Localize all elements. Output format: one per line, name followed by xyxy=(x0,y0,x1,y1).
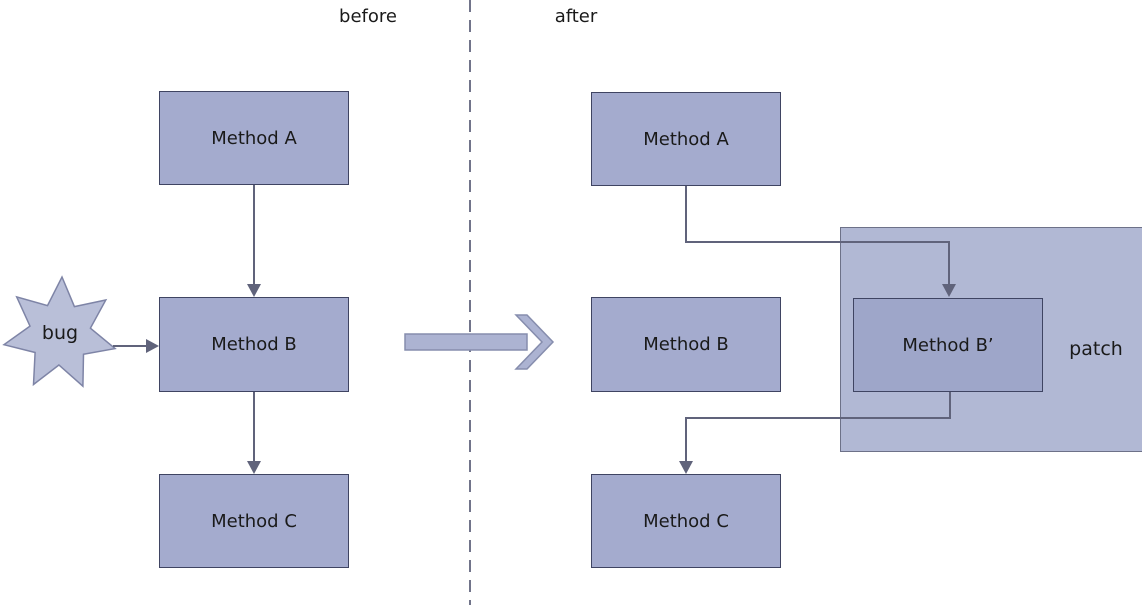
method-a-after-box: Method A xyxy=(591,92,781,186)
method-b-prime-box: Method B’ xyxy=(853,298,1043,392)
method-c-before-box: Method C xyxy=(159,474,349,568)
bug-star xyxy=(2,275,117,388)
transition-arrow-shaft xyxy=(404,333,528,351)
method-b-before-box: Method B xyxy=(159,297,349,392)
arrowhead-bug-to-b xyxy=(146,339,159,353)
arrow-bprime-to-c-after xyxy=(685,392,951,461)
method-b-before-label: Method B xyxy=(211,334,297,355)
method-b-after-label: Method B xyxy=(643,334,729,355)
method-a-before-box: Method A xyxy=(159,91,349,185)
arrow-a-to-bprime-after xyxy=(685,185,950,284)
method-c-before-label: Method C xyxy=(211,510,297,532)
arrowhead-a-to-b-before xyxy=(247,284,261,297)
arrowhead-bprime-to-c-after xyxy=(679,461,693,474)
patch-label: patch xyxy=(1069,338,1123,360)
method-a-after-label: Method A xyxy=(643,128,729,150)
after-panel-title: after xyxy=(554,6,598,27)
transition-arrow-head xyxy=(514,314,555,370)
method-c-after-label: Method C xyxy=(643,510,729,532)
method-b-after-box: Method B xyxy=(591,297,781,392)
arrowhead-a-to-bprime-after xyxy=(942,284,956,297)
method-a-before-label: Method A xyxy=(211,127,297,149)
before-panel-title: before xyxy=(339,6,397,27)
arrowhead-b-to-c-before xyxy=(247,461,261,474)
method-c-after-box: Method C xyxy=(591,474,781,568)
bug-label: bug xyxy=(41,322,79,344)
method-b-prime-label: Method B’ xyxy=(902,334,994,356)
